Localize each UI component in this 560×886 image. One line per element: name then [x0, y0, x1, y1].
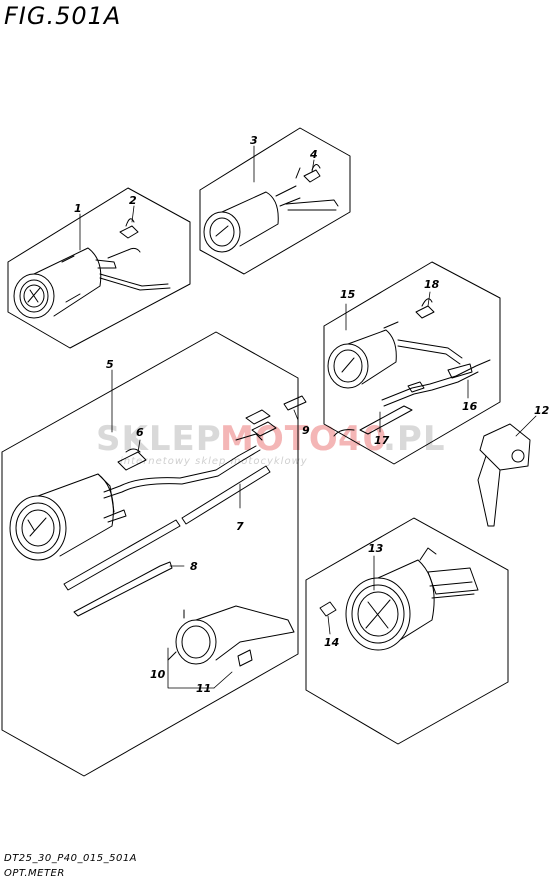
callout-4: 4 [309, 148, 318, 161]
watermark-brand-left: SKLEP [96, 419, 222, 459]
panel-part-3 [199, 127, 351, 275]
callout-8: 8 [190, 560, 198, 573]
bulb-2 [119, 225, 139, 239]
terminal-9 [283, 395, 307, 411]
callout-7: 7 [236, 520, 244, 533]
panel-3-outline [199, 127, 351, 275]
callout-5: 5 [106, 358, 114, 371]
callout-18: 18 [424, 278, 440, 291]
callout-1: 1 [74, 202, 82, 215]
watermark-brand-num: 40 [338, 419, 387, 459]
watermark: SKLEP MOTO 40 .PL internetowy sklep moto… [96, 419, 445, 467]
panel-part-15 [323, 261, 501, 465]
callout-16: 16 [462, 400, 478, 413]
callout-14: 14 [324, 636, 339, 649]
callout-leaders [79, 145, 537, 689]
tube-7 [181, 465, 271, 525]
callout-10: 10 [150, 668, 166, 681]
part-10-bracket [167, 605, 295, 667]
drawing-code: DT25_30_P40_015_501A [4, 853, 138, 864]
panel-part-1 [7, 187, 191, 349]
callout-2: 2 [129, 194, 137, 207]
callout-12: 12 [534, 404, 550, 417]
callout-15: 15 [340, 288, 356, 301]
bulb-14 [319, 601, 337, 617]
watermark-tagline: internetowy sklep motocyklowy [120, 456, 308, 467]
bulb-6 [117, 451, 147, 471]
callout-13: 13 [368, 542, 384, 555]
meter-5-face [9, 495, 67, 561]
part-12-sender [477, 423, 531, 527]
callout-11: 11 [196, 682, 211, 695]
bulb-18 [415, 305, 435, 319]
panel-1-outline [7, 187, 191, 349]
callout-6: 6 [136, 426, 144, 439]
panel-5-outline [1, 331, 299, 777]
probe-8 [73, 561, 173, 617]
callout-labels: 1 2 3 4 5 6 7 8 9 10 11 12 13 14 15 16 1… [74, 134, 550, 695]
figure-title: FIG.501A [4, 2, 122, 30]
callout-17: 17 [374, 434, 390, 447]
section-name: OPT.METER [4, 868, 65, 879]
panel-part-5 [1, 331, 307, 777]
panel-13-outline [305, 517, 509, 745]
screw-11 [237, 649, 253, 667]
callout-9: 9 [302, 424, 310, 437]
panel-part-13 [305, 517, 509, 745]
callout-3: 3 [250, 134, 258, 147]
panel-15-outline [323, 261, 501, 465]
